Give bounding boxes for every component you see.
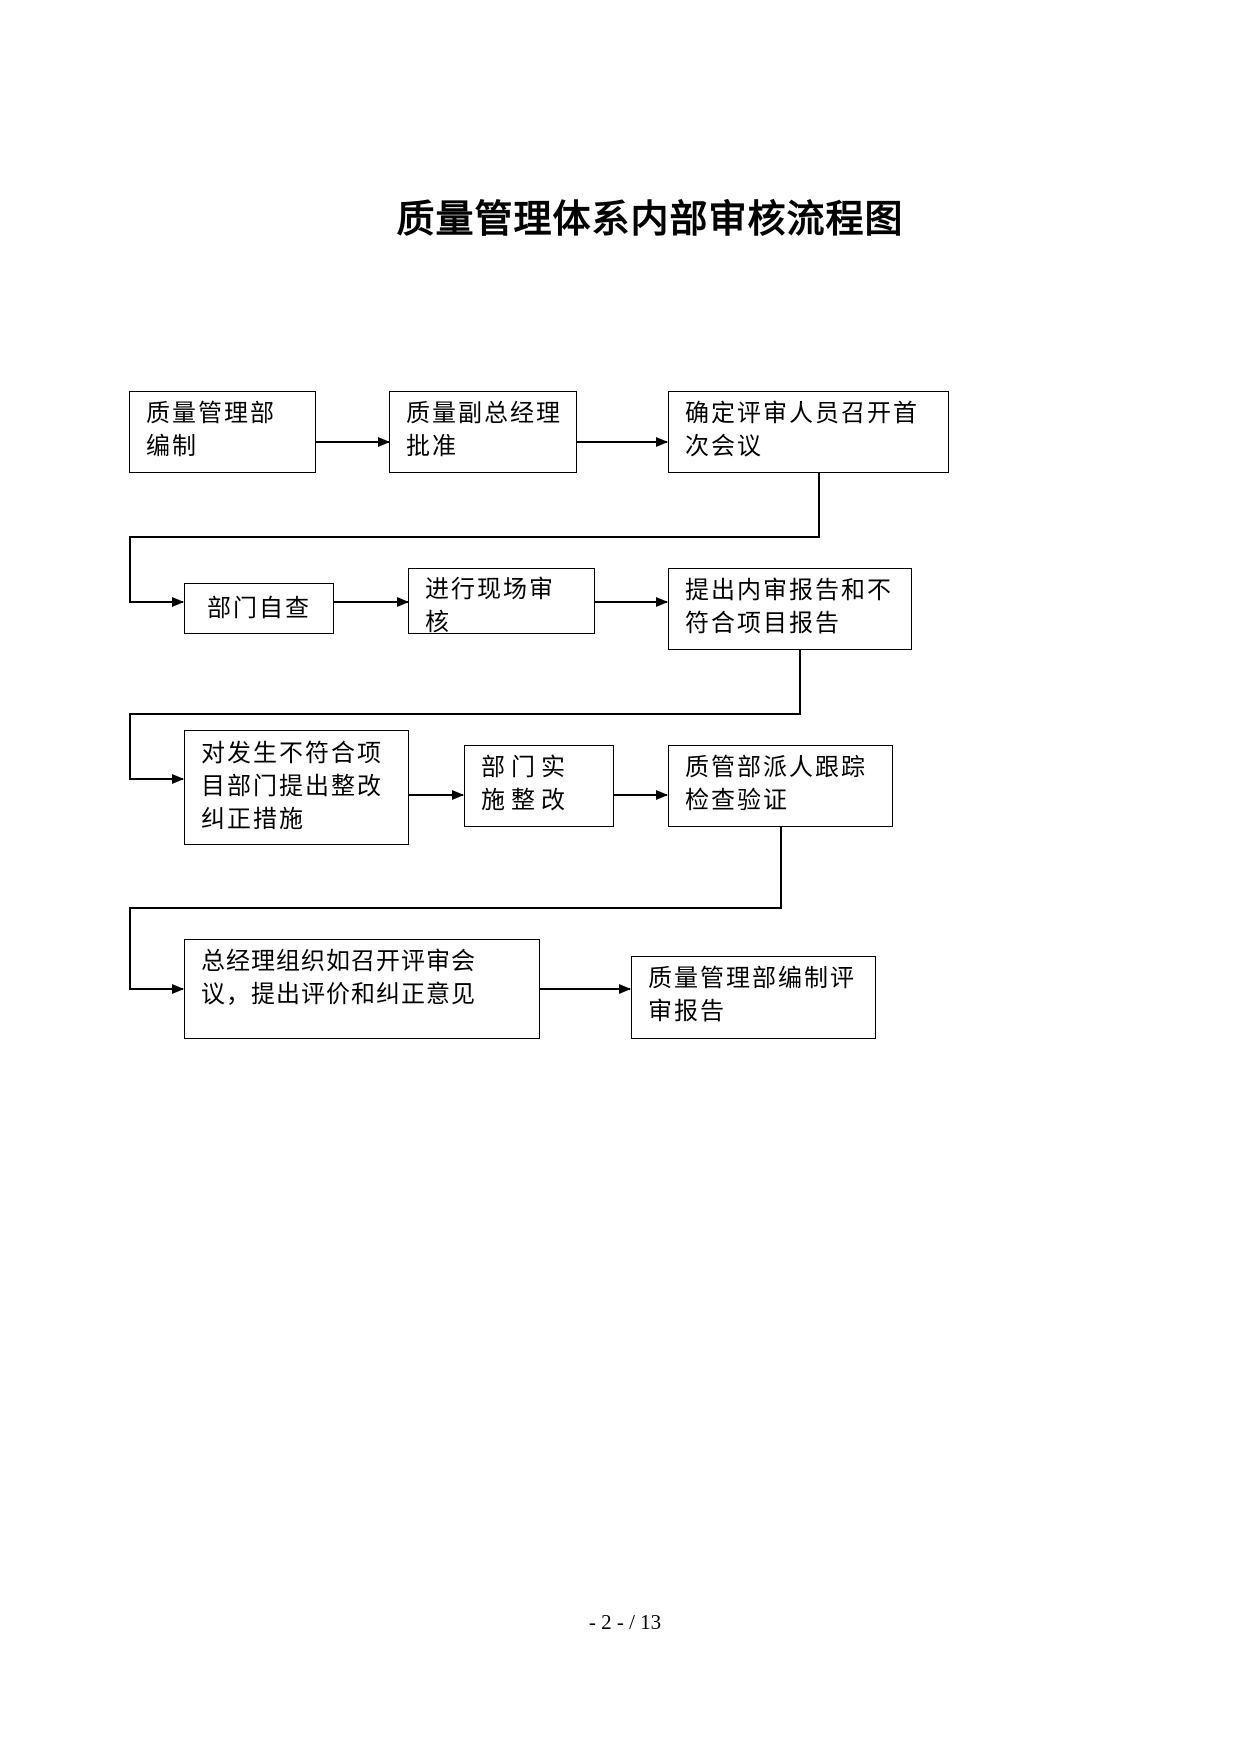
step-box-self-check: 部门自查 — [184, 583, 334, 634]
arrow-s3-s4 — [129, 473, 820, 607]
step-box-implement-rectification: 部门实施整改 — [464, 745, 614, 827]
step-box-onsite-audit: 进行现场审核 — [408, 568, 595, 634]
step-box-vp-approve: 质量副总经理批准 — [389, 391, 577, 473]
step-box-follow-up-verify: 质管部派人跟踪检查验证 — [668, 745, 893, 827]
step-box-review-report: 质量管理部编制评审报告 — [631, 956, 876, 1039]
page-number: - 2 - / 13 — [588, 1610, 662, 1634]
arrow-s6-s7 — [129, 650, 801, 784]
page-title: 质量管理体系内部审核流程图 — [396, 197, 904, 241]
arrow-s9-s10 — [129, 827, 782, 994]
step-box-review-meeting: 总经理组织如召开评审会议，提出评价和纠正意见 — [184, 939, 540, 1039]
step-box-corrective-measures: 对发生不符合项目部门提出整改纠正措施 — [184, 730, 409, 845]
step-box-first-meeting: 确定评审人员召开首次会议 — [668, 391, 949, 473]
step-box-audit-report: 提出内审报告和不符合项目报告 — [668, 568, 912, 650]
step-box-compile-plan: 质量管理部编制 — [129, 391, 316, 473]
